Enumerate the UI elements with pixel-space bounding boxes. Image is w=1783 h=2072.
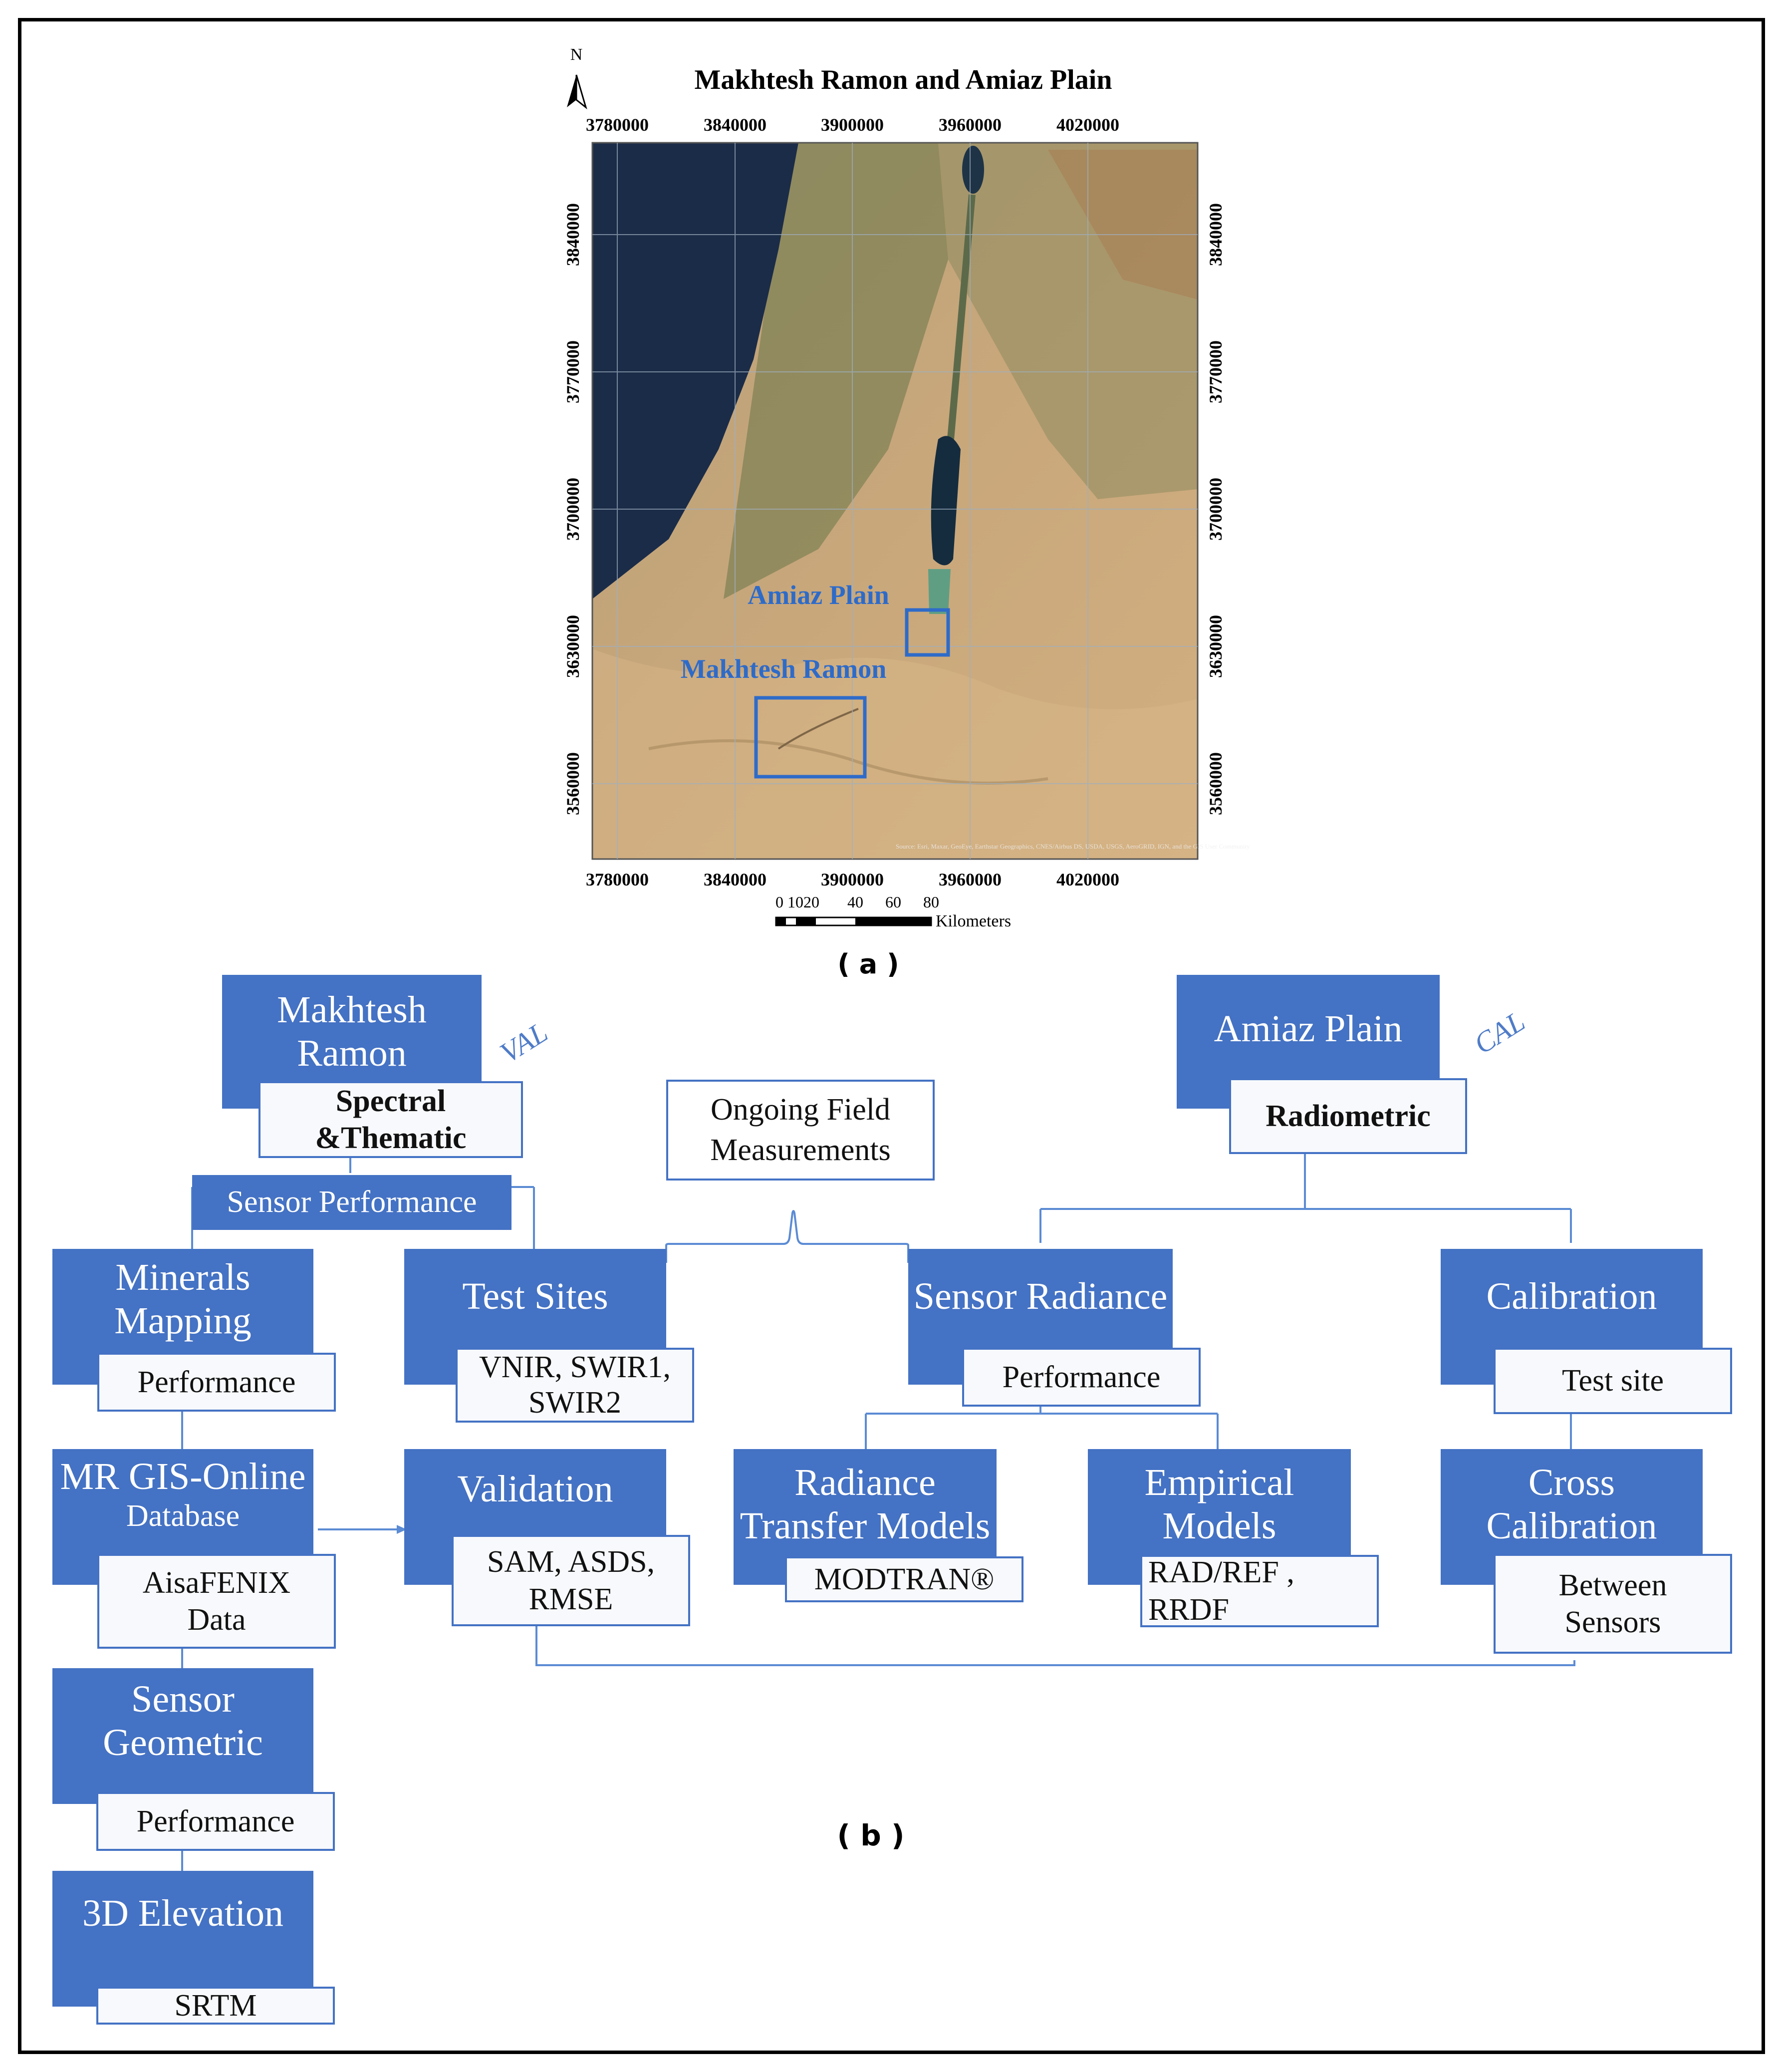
y-tick-right-5: 3560000 [1206,752,1226,815]
map-title: Makhtesh Ramon and Amiaz Plain [695,64,1112,95]
y-tick-left-2: 3770000 [563,340,583,403]
y-tick-right-4: 3630000 [1206,615,1226,678]
dead-sea [931,436,961,566]
amiaz-plain-box [905,608,950,657]
y-tick-right-3: 3700000 [1206,478,1226,541]
scale-tick-80: 80 [923,893,939,911]
node-rad-ref-rrdf: RAD/REF , RRDF [1140,1555,1379,1627]
arrowhead-to-validation-icon [397,1525,407,1534]
x-tick-top-2: 3840000 [704,115,766,135]
node-radiometric: Radiometric [1229,1078,1467,1154]
x-tick-bottom-1: 3780000 [586,870,649,889]
node-sensor-geometric: Sensor Geometric [52,1668,313,1804]
y-tick-right-1: 3840000 [1206,203,1226,266]
caption-b: ( b ) [837,1818,905,1852]
y-tick-left-4: 3630000 [563,615,583,678]
y-tick-right-2: 3770000 [1206,340,1226,403]
node-test-sites-bands: VNIR, SWIR1, SWIR2 [456,1348,694,1423]
y-tick-left-1: 3840000 [563,203,583,266]
north-arrow-icon [567,74,587,110]
mediterranean-sea [592,143,798,599]
north-label: N [570,45,583,64]
node-spectral-thematic: Spectral &Thematic [258,1081,523,1158]
makhtesh-ramon-label: Makhtesh Ramon [681,654,887,684]
x-tick-top-1: 3780000 [586,115,649,135]
mr-gis-title: MR GIS-Online [60,1455,306,1497]
node-aisafenix-data: AisaFENIX Data [97,1554,336,1649]
caption-a: ( a ) [837,948,899,980]
diagram-connectors [181,1152,1575,1871]
map-attribution: Source: Esri, Maxar, GeoEye, Earthstar G… [896,843,1250,850]
satellite-image [592,143,1198,859]
val-label: VAL [495,1016,553,1069]
x-tick-bottom-5: 4020000 [1056,870,1119,889]
node-sensor-radiance-performance: Performance [962,1348,1201,1407]
x-tick-bottom-4: 3960000 [939,870,1002,889]
map-graticule [592,143,1198,859]
node-srtm: SRTM [96,1987,335,2025]
makhtesh-ramon-box [754,696,867,779]
scale-tick-0-20: 0 1020 [775,893,819,911]
node-3d-elevation: 3D Elevation [52,1871,313,2007]
x-tick-top-4: 3960000 [939,115,1002,135]
x-tick-bottom-3: 3900000 [821,870,884,889]
node-between-sensors: Between Sensors [1494,1554,1732,1654]
scale-tick-60: 60 [885,893,901,911]
x-tick-top-5: 4020000 [1056,115,1119,135]
scale-tick-40: 40 [847,893,863,911]
y-tick-left-3: 3700000 [563,478,583,541]
amiaz-plain-label: Amiaz Plain [748,580,889,610]
x-tick-top-3: 3900000 [821,115,884,135]
figure-frame [18,18,1765,2054]
node-sensor-geometric-performance: Performance [96,1792,335,1851]
node-modtran: MODTRAN® [785,1556,1023,1602]
map-border [591,142,1199,860]
scale-bar [775,916,932,926]
mr-gis-database: Database [126,1499,240,1533]
y-tick-left-5: 3560000 [563,752,583,815]
sea-of-galilee [962,146,984,194]
node-calibration-test-site: Test site [1494,1348,1732,1414]
node-validation-metrics: SAM, ASDS, RMSE [452,1535,690,1626]
x-tick-bottom-2: 3840000 [704,870,766,889]
cal-label: CAL [1468,1005,1530,1060]
node-ongoing-field-measurements: Ongoing Field Measurements [666,1080,935,1181]
node-minerals-performance: Performance [97,1353,336,1412]
scale-unit: Kilometers [936,912,1011,930]
node-sensor-performance: Sensor Performance [192,1175,511,1230]
